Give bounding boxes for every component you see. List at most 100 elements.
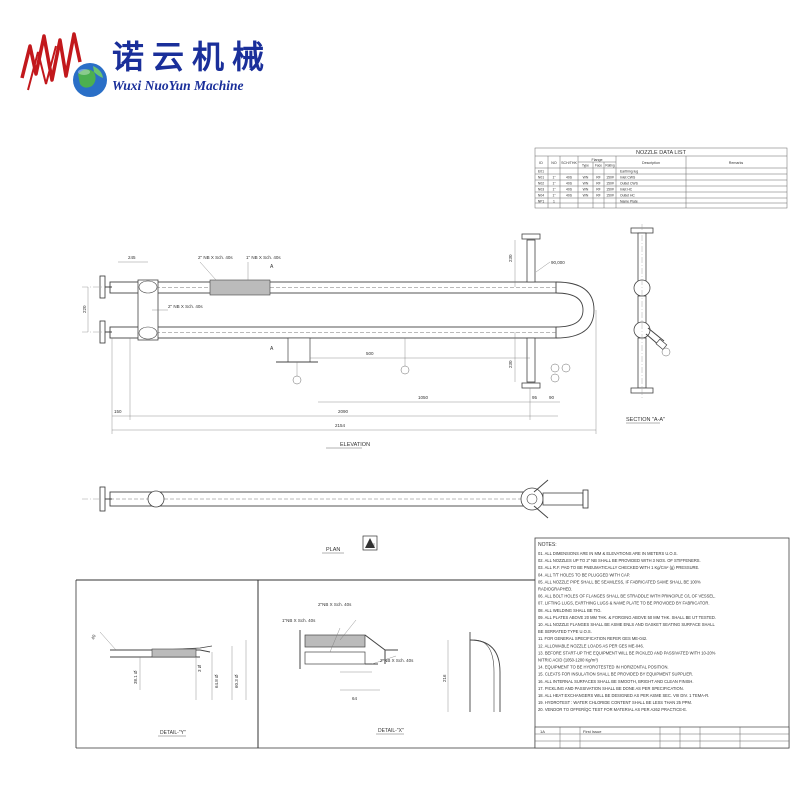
detail-y-dim-64: 64.8 Ø bbox=[214, 674, 219, 688]
dim-230-upper: 230 bbox=[508, 254, 513, 262]
dim-2154: 2154 bbox=[335, 423, 346, 428]
notes-line: 04. ALL T/T HOLES TO BE PLUGGED WITH CAP… bbox=[538, 572, 630, 577]
revision-description: First Issue bbox=[583, 729, 602, 734]
detail-x-label-3: 2"NB X Sch. 40s bbox=[380, 658, 414, 663]
nozzle-table-cell: RF bbox=[596, 176, 601, 180]
nozzle-table-cell: N04 bbox=[538, 194, 544, 198]
nozzle-table-cell: E01 bbox=[538, 170, 544, 174]
brand-english-name: Wuxi NuoYun Machine bbox=[112, 78, 244, 93]
dim-500: 500 bbox=[366, 351, 374, 356]
section-a-a-title: SECTION "A-A" bbox=[626, 417, 665, 423]
nozzle-table-subheader: Rating bbox=[605, 164, 614, 168]
nozzle-table-cell: 150# bbox=[606, 188, 614, 192]
detail-x-title: DETAIL-"X" bbox=[378, 728, 404, 734]
notes-line: NITRIC ACID (1050-1200 Kg/m³) bbox=[538, 658, 598, 663]
dim-2090: 2090 bbox=[338, 409, 349, 414]
plan-view: PLAN N bbox=[82, 479, 589, 554]
dim-245: 245 bbox=[128, 255, 136, 260]
elevation-pipe-label-2: 1" NB X Sch. 40s bbox=[246, 255, 281, 260]
nozzle-table-cell: RF bbox=[596, 182, 601, 186]
nozzle-table-cell: 150# bbox=[606, 182, 614, 186]
nozzle-table-cell: 40S bbox=[566, 176, 573, 180]
nozzle-table-cell: Outlet HC bbox=[620, 194, 635, 198]
nozzle-table-cell: 40S bbox=[566, 182, 573, 186]
notes-line: 02. ALL NOZZLES UP TO 2" NB SHALL BE PRO… bbox=[538, 558, 701, 563]
revision-number: 1A bbox=[540, 729, 545, 734]
nozzle-table-cell: Inlet HC bbox=[620, 188, 633, 192]
notes-line: 12. ALLOWABLE NOZZLE LOADS AS PER GES ME… bbox=[538, 643, 644, 648]
company-logo-icon bbox=[20, 32, 107, 97]
nozzle-table-cell: WN bbox=[583, 188, 589, 192]
nozzle-table-cell: Outlet CWS bbox=[620, 182, 639, 186]
nozzle-table-cell: 1" bbox=[552, 182, 556, 186]
section-marker-a-lower: A bbox=[270, 346, 274, 352]
elevation-pipe-label-1: 2" NB X Sch. 40s bbox=[198, 255, 233, 260]
nozzle-table-subheader: Type bbox=[582, 164, 589, 168]
nozzle-table-title: NOZZLE DATA LIST bbox=[636, 150, 687, 156]
notes-line: 06. ALL BOLT HOLES OF FLANGES SHALL BE S… bbox=[538, 594, 716, 599]
nozzle-table-cell: 1 bbox=[553, 200, 555, 204]
elevation-pipe-label-3: 2" NB X Sch. 40s bbox=[168, 304, 203, 309]
notes-line: 17. PICKLING AND PASSIVATION SHALL BE DO… bbox=[538, 686, 684, 691]
nozzle-table-header: Flange bbox=[592, 158, 603, 162]
dim-95: 95 bbox=[532, 395, 538, 400]
north-arrow-icon: N bbox=[362, 535, 378, 551]
nozzle-table-cell: Name Plate bbox=[620, 200, 638, 204]
notes-line: 18. ALL HEAT EXCHANGERS WILL BE DESIGNED… bbox=[538, 693, 709, 698]
nozzle-table-cell: RF bbox=[596, 188, 601, 192]
nozzle-table-header: ID bbox=[539, 161, 543, 165]
elevation-title: ELEVATION bbox=[340, 442, 370, 448]
notes-line: 08. ALL WELDING SHALL BE TIG. bbox=[538, 608, 602, 613]
nozzle-table-cell: 1" bbox=[552, 188, 556, 192]
detail-x-label-1: 2"NB X Sch. 40s bbox=[318, 602, 352, 607]
detail-x-dim-64: 64 bbox=[352, 696, 358, 701]
nozzle-table-cell: Earthing lug bbox=[620, 170, 638, 174]
dim-230-lower: 230 bbox=[508, 360, 513, 368]
notes-line: 05. ALL NOZZLE PIPE SHALL BE SEAMLESS, I… bbox=[538, 579, 701, 584]
nozzle-table-cell: N01 bbox=[538, 176, 544, 180]
dim-220: 220 bbox=[82, 305, 87, 313]
detail-x-label-2: 1"NB X Sch. 40s bbox=[282, 618, 316, 623]
nozzle-table-cell: 150# bbox=[606, 176, 614, 180]
nozzle-table-cell: Inlet CWS bbox=[620, 176, 636, 180]
detail-x-dim-216: 216 bbox=[442, 674, 447, 682]
notes-block: NOTES: 01. ALL DIMENSIONS ARE IN MM & EL… bbox=[534, 537, 790, 749]
nozzle-table-cell: 40S bbox=[566, 188, 573, 192]
notes-line: 16. ALL INTERNAL SURFACES SHALL BE SMOOT… bbox=[538, 679, 694, 684]
nozzle-table-cell: 1" bbox=[552, 176, 556, 180]
notes-line: 09. ALL PLATES ABOVE 20 MM THK. & FORGIN… bbox=[538, 615, 716, 620]
nozzle-table-cell: WN bbox=[583, 182, 589, 186]
elevation-view: 2" NB X Sch. 40s 1" NB X Sch. 40s 2" NB … bbox=[82, 233, 597, 449]
detail-frames bbox=[75, 579, 535, 749]
nozzle-table-header: SCH/THK bbox=[561, 161, 577, 165]
detail-y-dim-36: 38.1 Ø bbox=[133, 670, 138, 684]
detail-y-dim-3: 3 Ø bbox=[197, 664, 202, 672]
nozzle-table-cell: 1" bbox=[552, 194, 556, 198]
dim-1050: 1050 bbox=[418, 395, 429, 400]
notes-line: 15. CLEATS FOR INSULATION SHALL BE PROVI… bbox=[538, 672, 693, 677]
notes-line: 20. VENDOR TO OFFER/QC TEST FOR MATERIAL… bbox=[538, 707, 687, 712]
nozzle-table-header: Description bbox=[642, 161, 660, 165]
notes-line: 13. BEFORE START-UP THE EQUIPMENT WILL B… bbox=[538, 650, 716, 655]
notes-line: 03. ALL R.F. PAD TO BE PNEUMATICALLY CHE… bbox=[538, 565, 699, 570]
nozzle-data-table: NOZZLE DATA LIST ID NO SCH/THK FlangeDescri… bbox=[534, 147, 788, 209]
plan-title: PLAN bbox=[326, 547, 340, 553]
nozzle-table-cell: 40S bbox=[566, 194, 573, 198]
nozzle-table-subheader: Face bbox=[595, 164, 602, 168]
nozzle-table-cell: N02 bbox=[538, 182, 544, 186]
nozzle-table-cell: NP1 bbox=[538, 200, 545, 204]
detail-y-view: 40 38.1 Ø 3 Ø 64.8 Ø 60.3 Ø DETAIL-"Y" bbox=[90, 631, 247, 737]
dim-150: 150 bbox=[114, 409, 122, 414]
elevation-ref-label: 90,000 bbox=[551, 260, 565, 265]
brand-chinese-name: 诺云机械 bbox=[112, 38, 273, 76]
notes-line: RADIOGRAPHED. bbox=[538, 587, 572, 592]
nozzle-table-header: NO bbox=[551, 161, 557, 165]
notes-line: 07. LIFTING LUGS, EARTHING LUGS & NAME P… bbox=[538, 601, 709, 606]
notes-line: 10. ALL NOZZLE FLANGES SHALL BE ASME ENL… bbox=[538, 622, 715, 627]
detail-y-title: DETAIL-"Y" bbox=[160, 730, 186, 736]
detail-y-dim-40: 40 bbox=[90, 633, 97, 640]
nozzle-table-cell: WN bbox=[583, 194, 589, 198]
detail-x-view: 2"NB X Sch. 40s 1"NB X Sch. 40s 2"NB X S… bbox=[282, 602, 501, 735]
notes-line: 11. FOR GENERAL SPECIFICATION REFER GES … bbox=[538, 636, 647, 641]
